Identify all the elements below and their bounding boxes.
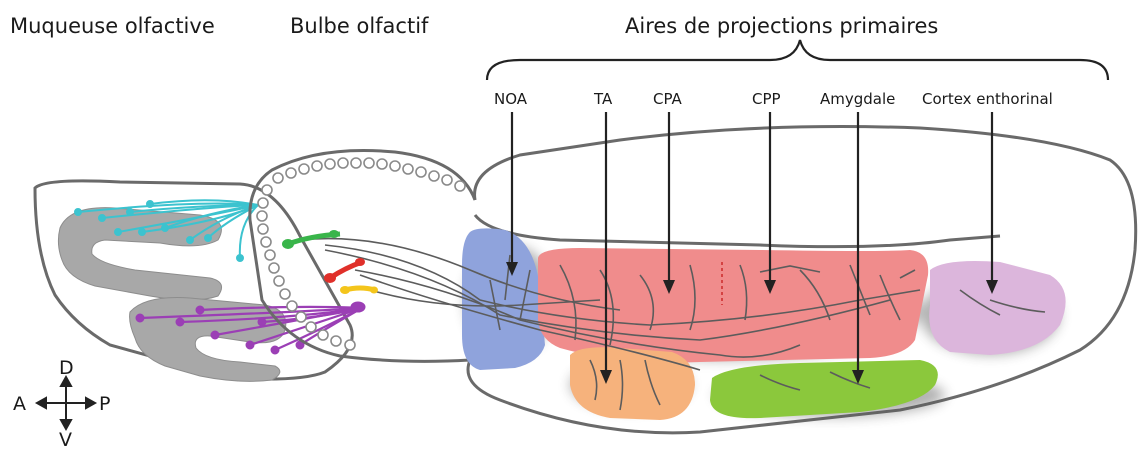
axis-dorsal-label: D bbox=[59, 357, 74, 379]
mitral-cells bbox=[282, 230, 378, 294]
label-noa: NOA bbox=[494, 90, 528, 108]
label-ta: TA bbox=[593, 90, 613, 108]
axis-ventral-label: V bbox=[59, 429, 72, 450]
area-ta bbox=[570, 347, 695, 420]
header-bulb: Bulbe olfactif bbox=[290, 14, 429, 38]
label-cortex-enthorinal: Cortex enthorinal bbox=[922, 90, 1053, 108]
orientation-compass: D A P V bbox=[13, 357, 110, 450]
area-entorhinal-cortex bbox=[929, 261, 1065, 355]
neocortex-fold bbox=[475, 215, 1000, 247]
label-amygdale: Amygdale bbox=[820, 90, 895, 108]
projection-brace bbox=[487, 40, 1108, 80]
label-cpa: CPA bbox=[653, 90, 683, 108]
header-mucosa: Muqueuse olfactive bbox=[10, 14, 215, 38]
header-projections: Aires de projections primaires bbox=[625, 14, 938, 38]
axis-posterior-label: P bbox=[99, 393, 110, 415]
label-cpp: CPP bbox=[752, 90, 781, 108]
axis-anterior-label: A bbox=[13, 393, 26, 415]
